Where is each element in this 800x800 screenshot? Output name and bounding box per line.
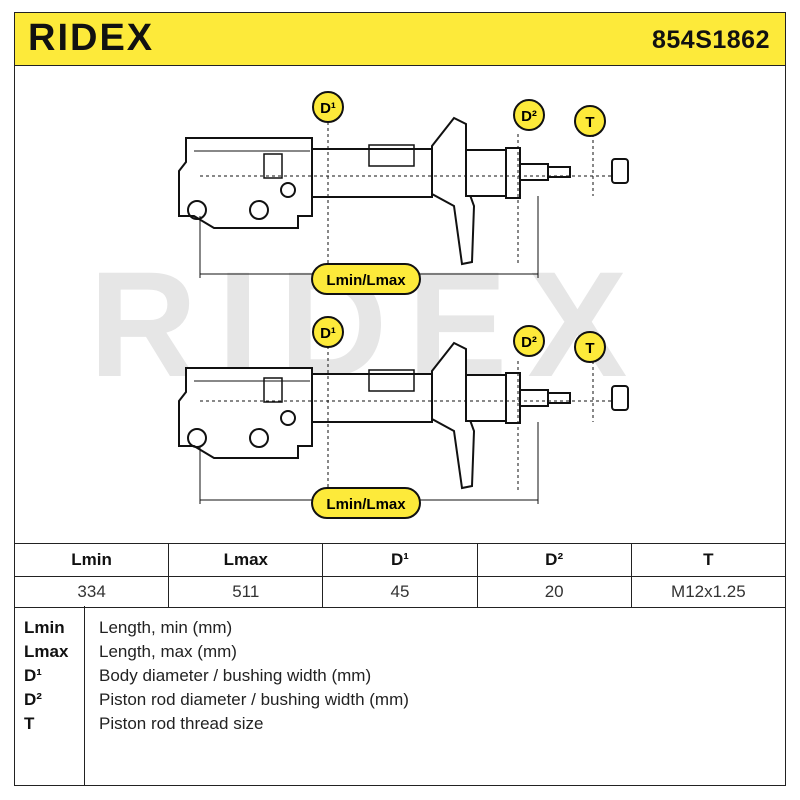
d2-badge-top bbox=[513, 99, 545, 131]
legend-key: Lmin bbox=[24, 618, 65, 637]
specs-value-lmin: 334 bbox=[13, 576, 170, 608]
legend: Lmin Length, min (mm) Lmax Length, max (… bbox=[14, 606, 786, 786]
specs-header-row: Lmin Lmax D¹ D² T bbox=[13, 543, 787, 577]
d1-badge-bottom bbox=[312, 316, 344, 348]
legend-desc: Length, max (mm) bbox=[99, 642, 237, 661]
d1-label-bottom: D¹ bbox=[320, 325, 336, 342]
legend-key: Lmax bbox=[24, 642, 69, 661]
length-badge-top bbox=[311, 263, 421, 295]
brand-logo: RIDEX bbox=[28, 17, 193, 59]
specs-header-d2: D² bbox=[476, 543, 632, 577]
specs-header-lmin: Lmin bbox=[13, 543, 170, 577]
t-badge-bottom bbox=[574, 331, 606, 363]
specs-header-lmax: Lmax bbox=[168, 543, 324, 577]
dimension-lines-top bbox=[200, 116, 614, 266]
specs-value-row: 334 511 45 20 M12x1.25 bbox=[13, 576, 787, 608]
length-label-bottom: Lmin/Lmax bbox=[326, 496, 406, 513]
specs-value-d1: 45 bbox=[322, 576, 478, 608]
length-badge-bottom bbox=[311, 487, 421, 519]
specs-table: Lmin Lmax D¹ D² T 334 511 45 20 M12x1.25 bbox=[13, 543, 787, 608]
d1-badge-top bbox=[312, 91, 344, 123]
specs-value-t: M12x1.25 bbox=[630, 576, 787, 608]
specs-header-t: T bbox=[630, 543, 787, 577]
dimension-lines-bottom bbox=[200, 346, 614, 491]
strut-drawing-top bbox=[178, 116, 629, 266]
legend-desc: Piston rod diameter / bushing width (mm) bbox=[99, 690, 409, 709]
d2-badge-bottom bbox=[513, 325, 545, 357]
d1-label-top: D¹ bbox=[320, 100, 336, 117]
specs-value-lmax: 511 bbox=[168, 576, 324, 608]
specs-header-d1: D¹ bbox=[322, 543, 478, 577]
legend-key: T bbox=[24, 714, 35, 733]
header-bar bbox=[14, 12, 786, 66]
d2-label-top: D² bbox=[521, 108, 537, 125]
legend-divider bbox=[84, 606, 85, 786]
legend-desc: Body diameter / bushing width (mm) bbox=[99, 666, 372, 685]
part-number: 854S1862 bbox=[651, 26, 770, 54]
specs-value-d2: 20 bbox=[476, 576, 632, 608]
legend-desc: Length, min (mm) bbox=[99, 618, 233, 637]
t-label-bottom: T bbox=[585, 340, 594, 357]
length-label-top: Lmin/Lmax bbox=[326, 272, 406, 289]
legend-key: D¹ bbox=[24, 666, 42, 685]
brand-logo-text: RIDEX bbox=[28, 20, 154, 54]
t-label-top: T bbox=[585, 114, 594, 131]
t-badge-top bbox=[574, 105, 606, 137]
legend-key: D² bbox=[24, 690, 42, 709]
strut-drawing-bottom bbox=[178, 341, 629, 490]
legend-desc: Piston rod thread size bbox=[99, 714, 264, 733]
d2-label-bottom: D² bbox=[521, 334, 537, 351]
shock-absorber-diagram: RIDEX D¹ D² T Lmi bbox=[89, 91, 629, 519]
